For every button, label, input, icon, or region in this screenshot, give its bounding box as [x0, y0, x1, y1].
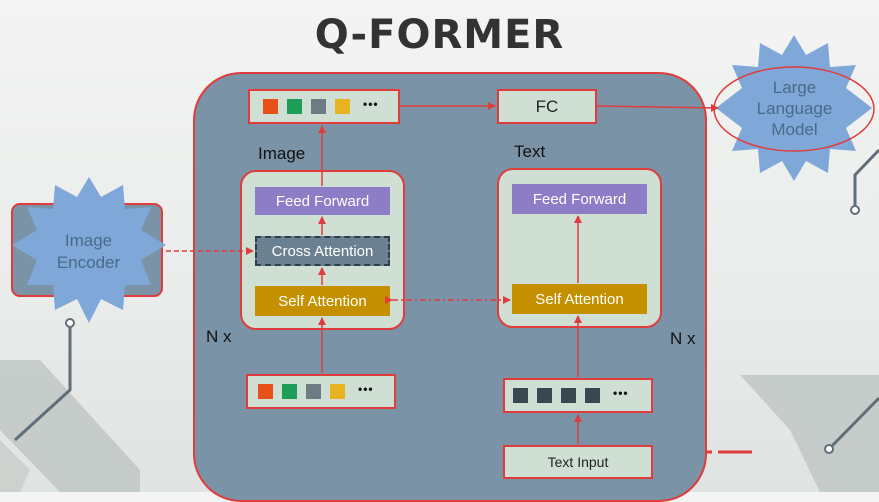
text-self-attention: Self Attention — [512, 284, 647, 314]
token-orange — [263, 99, 278, 114]
fc-layer: FC — [497, 89, 597, 124]
text-branch-heading: Text — [514, 142, 546, 161]
token-yellow — [330, 384, 345, 399]
image-encoder-label-line2: Encoder — [56, 253, 121, 272]
token-gray — [306, 384, 321, 399]
token-dark — [537, 388, 552, 403]
text-repeat-label: N x — [670, 329, 696, 348]
token-dark — [585, 388, 600, 403]
input-query-tokens: ••• — [246, 374, 396, 409]
ellipsis: ••• — [358, 382, 374, 396]
image-feed-forward: Feed Forward — [255, 187, 390, 215]
text-tokens: ••• — [503, 378, 653, 413]
ellipsis: ••• — [613, 386, 629, 400]
token-dark — [513, 388, 528, 403]
llm-label-line1: Large — [772, 78, 817, 97]
text-feed-forward: Feed Forward — [512, 184, 647, 214]
image-repeat-label: N x — [206, 327, 232, 346]
cross-attention: Cross Attention — [255, 236, 390, 266]
token-gray — [311, 99, 326, 114]
output-query-tokens: ••• — [248, 89, 400, 124]
token-green — [282, 384, 297, 399]
large-language-model: Large Language Model — [712, 33, 877, 183]
token-yellow — [335, 99, 350, 114]
image-encoder: Image Encoder — [11, 175, 166, 325]
image-self-attention: Self Attention — [255, 286, 390, 316]
text-input-box: Text Input — [503, 445, 653, 479]
image-branch-heading: Image — [258, 144, 306, 163]
token-orange — [258, 384, 273, 399]
llm-label-line2: Language — [756, 99, 833, 118]
token-dark — [561, 388, 576, 403]
llm-label-line3: Model — [771, 120, 818, 139]
token-green — [287, 99, 302, 114]
image-encoder-shape — [11, 177, 166, 323]
ellipsis: ••• — [363, 97, 379, 111]
page-title: Q-FORMER — [314, 12, 565, 58]
image-encoder-label-line1: Image — [64, 231, 113, 250]
